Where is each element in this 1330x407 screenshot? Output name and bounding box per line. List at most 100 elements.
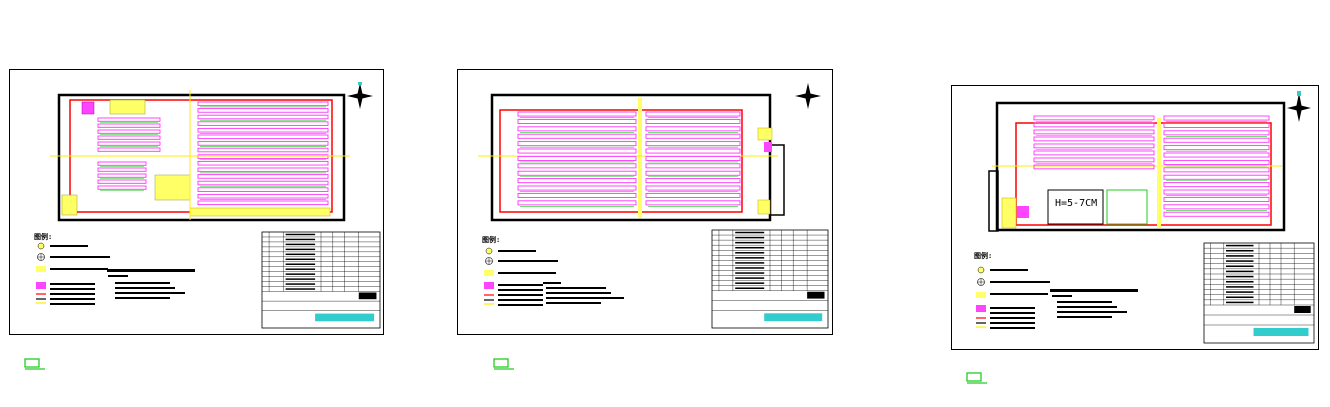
shelf-row <box>517 170 637 176</box>
shelf-row <box>197 147 329 153</box>
shelf-row <box>1033 150 1155 156</box>
shelf-row <box>1033 122 1155 128</box>
layout-tab-icon[interactable] <box>24 357 46 370</box>
shelf-row <box>197 114 329 120</box>
sheet-1-drawing <box>36 90 381 329</box>
shelf-row <box>1033 157 1155 163</box>
shelf-row <box>517 200 637 206</box>
legend-symbols <box>976 266 986 328</box>
table-cell-text <box>735 246 765 249</box>
shelf-row <box>1033 136 1155 142</box>
shelf-row <box>97 135 161 140</box>
shelf-row <box>197 141 329 146</box>
shelf-row <box>1163 211 1270 217</box>
table-cell-text <box>735 257 765 259</box>
shelf-row <box>517 192 637 198</box>
shelving-rows-left <box>517 111 637 207</box>
shelf-row <box>197 160 329 166</box>
legend-symbols <box>36 242 46 304</box>
title-strip-dark <box>1294 306 1311 313</box>
table-cell-text <box>1226 255 1254 257</box>
shelf-row <box>645 141 741 147</box>
legend-text-lines <box>50 245 195 305</box>
shelf-row <box>97 129 161 134</box>
table-cell-text <box>1226 244 1254 247</box>
table-cell-text <box>285 273 316 275</box>
shelf-row <box>197 101 329 107</box>
drawing-sheet-3: H=5-7CM 图例: <box>951 85 1319 350</box>
north-arrow-icon <box>792 82 824 110</box>
shelving-rows-right <box>645 111 741 207</box>
layout-tab-icon[interactable] <box>966 371 988 384</box>
shelf-row <box>645 170 741 176</box>
table-cell-text <box>735 262 765 264</box>
table-cell-text <box>735 287 765 289</box>
shelf-row <box>97 123 161 128</box>
shelf-row <box>517 133 637 139</box>
shelf-row <box>645 200 741 206</box>
table-cell-text <box>1226 265 1254 268</box>
shelf-row <box>1163 167 1270 173</box>
table-cell-text <box>735 267 765 269</box>
shelf-row <box>517 178 637 184</box>
legend-title: 图例: <box>974 252 993 260</box>
shelf-row <box>97 179 147 184</box>
shelf-row <box>645 185 741 191</box>
shelf-row <box>197 200 329 206</box>
table-cell-text <box>735 272 765 274</box>
shelf-row <box>1163 152 1270 158</box>
layout-tab-icon[interactable] <box>493 357 515 370</box>
table-cell-text <box>735 252 765 254</box>
shelf-row <box>197 180 329 186</box>
title-strip <box>315 313 375 322</box>
legend-text-lines <box>990 269 1138 329</box>
shelf-row <box>1163 174 1270 180</box>
table-cell-text <box>1226 291 1254 293</box>
shelf-row <box>645 163 741 169</box>
shelf-row <box>517 111 637 117</box>
shelf-row <box>1163 204 1270 210</box>
shelving-rows-left <box>97 117 161 152</box>
shelf-row <box>517 126 637 132</box>
shelf-row <box>197 193 329 199</box>
shelf-row <box>97 173 147 178</box>
legend-text-lines <box>498 250 624 306</box>
legend-title: 图例: <box>482 236 501 244</box>
shelf-row <box>1163 196 1270 202</box>
shelf-row <box>1163 137 1270 143</box>
title-strip <box>764 313 823 322</box>
shelf-row <box>197 187 329 192</box>
shelf-row <box>97 161 147 166</box>
shelf-row <box>645 111 741 117</box>
shelf-row <box>197 134 329 140</box>
shelf-row <box>517 163 637 169</box>
table-cell-text <box>1226 301 1254 304</box>
table-cell-text <box>735 282 765 284</box>
shelving-rows-right <box>1163 115 1270 217</box>
table-cell-text <box>1226 260 1254 262</box>
shelf-row <box>197 108 329 113</box>
table-cell-text <box>285 263 316 265</box>
sheet-3-drawing <box>976 101 1315 344</box>
shelving-rows-small <box>97 161 147 191</box>
north-arrow-icon <box>344 82 376 110</box>
building-height-label: H=5-7CM <box>1055 198 1098 209</box>
table-cell-text <box>735 231 765 234</box>
shelf-row <box>1163 122 1270 128</box>
table-cell-text <box>285 233 316 236</box>
shelf-row <box>97 167 147 172</box>
table-cell-text <box>285 238 316 241</box>
legend-title: 图例: <box>34 233 53 241</box>
shelf-row <box>1033 143 1155 149</box>
shelf-row <box>197 154 329 159</box>
shelf-row <box>645 148 741 154</box>
shelf-row <box>1163 159 1270 165</box>
drawing-sheet-1: 图例: <box>9 69 384 335</box>
table-cell-text <box>1226 280 1254 283</box>
title-strip <box>1253 328 1309 336</box>
table-cell-text <box>735 241 765 244</box>
shelving-rows-main <box>197 101 329 206</box>
table-cell-text <box>1226 296 1254 299</box>
sheet-2-drawing <box>478 93 829 329</box>
table-cell-text <box>285 253 316 256</box>
